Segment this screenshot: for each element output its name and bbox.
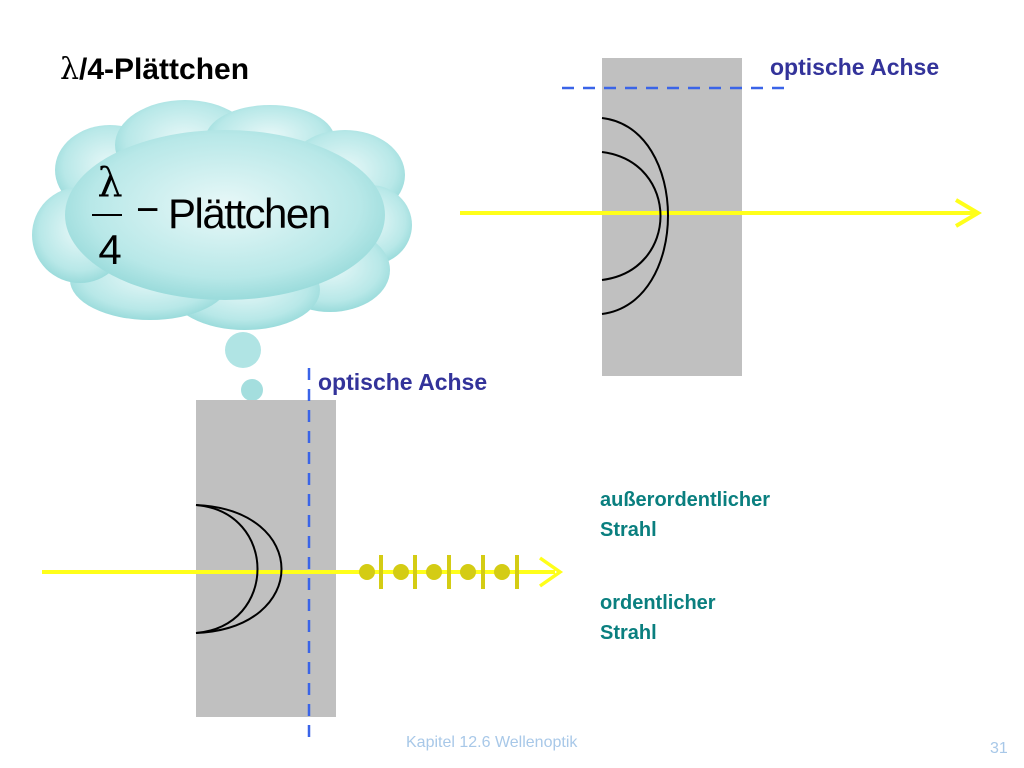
cloud-word: Plättchen <box>168 190 331 237</box>
ordinary-label-line1: ordentlicher <box>600 592 716 614</box>
bottom-ray-arrowhead <box>538 556 564 588</box>
pol-dot <box>460 564 476 580</box>
top-ray-arrowhead <box>954 198 982 228</box>
slide-title: λ/4-Plättchen <box>60 52 249 87</box>
top-plate <box>602 58 742 376</box>
pol-dot <box>393 564 409 580</box>
pol-dot <box>494 564 510 580</box>
footer-chapter: Kapitel 12.6 Wellenoptik <box>406 734 578 751</box>
pol-dot <box>359 564 375 580</box>
bottom-wavefront-inner <box>195 504 259 634</box>
thought-bubble-medium <box>241 379 263 401</box>
title-text: /4-Plättchen <box>79 53 250 86</box>
cloud-minus-sign: − <box>136 188 160 232</box>
extraordinary-label-line1: außerordentlicher <box>600 489 771 511</box>
thought-bubble-large <box>225 332 261 368</box>
footer-page-number: 31 <box>990 740 1008 757</box>
top-wavefront-inner <box>601 151 662 281</box>
bottom-plate-group <box>42 368 564 745</box>
fraction-numerator: λ <box>97 160 123 206</box>
cloud-formula: λ 4 − Plättchen <box>86 160 386 280</box>
fraction-denominator: 4 <box>98 226 122 273</box>
ordinary-ray-label: ordentlicher Strahl <box>600 588 716 648</box>
bottom-axis-label: optische Achse <box>318 369 488 395</box>
top-axis-label: optische Achse <box>770 54 940 80</box>
thought-cloud <box>32 100 412 422</box>
lambda-symbol: λ <box>60 52 80 87</box>
bottom-wavefront-outer <box>195 504 283 634</box>
fraction-bar <box>92 214 122 216</box>
extraordinary-ray-label: außerordentlicher Strahl <box>600 485 770 545</box>
top-wavefront-outer <box>601 117 669 315</box>
pol-dot <box>426 564 442 580</box>
extraordinary-label-line2: Strahl <box>600 519 657 541</box>
bottom-plate <box>196 400 336 717</box>
top-plate-group <box>460 58 982 376</box>
ordinary-label-line2: Strahl <box>600 622 657 644</box>
polarization-marks <box>359 555 519 589</box>
